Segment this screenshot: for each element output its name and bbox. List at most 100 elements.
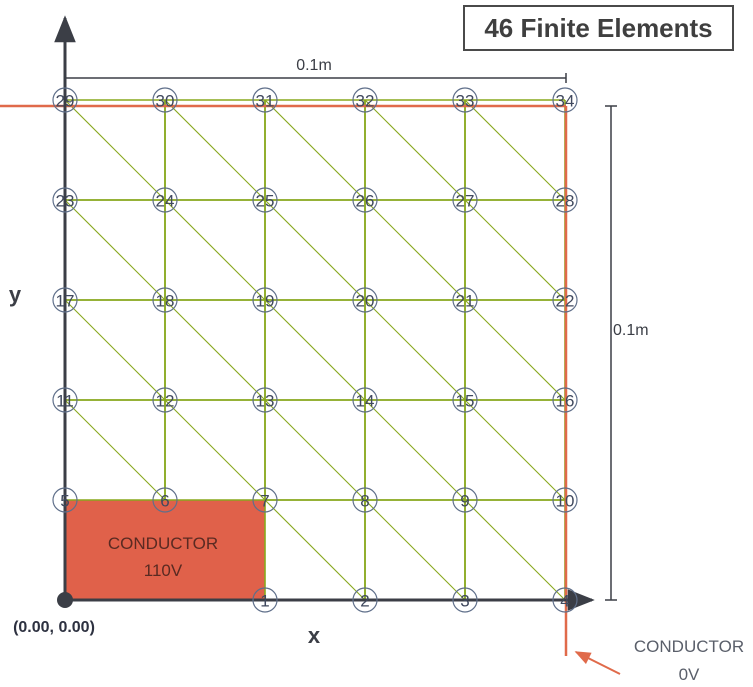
mesh-node: 9 [452,487,478,513]
mesh-node-label: 25 [256,192,275,211]
element-diagonal [264,199,366,301]
inner-conductor-voltage: 110V [144,561,183,580]
mesh-node: 34 [552,87,578,113]
mesh-node-circle [552,587,578,613]
mesh-node-circle [352,587,378,613]
mesh-node-label: 27 [456,192,475,211]
mesh-node-circle [452,187,478,213]
mesh-node-circle [152,387,178,413]
mesh-node-label: 30 [156,92,175,111]
element-diagonal [264,299,366,401]
mesh-node-label: 31 [256,92,275,111]
mesh-node-label: 10 [556,492,575,511]
mesh-node-label: 5 [60,492,69,511]
mesh-node: 8 [352,487,378,513]
mesh-node-circle [252,287,278,313]
width-dimension-label: 0.1m [296,57,332,74]
mesh-node-circle [52,387,78,413]
mesh-node: 2 [352,587,378,613]
element-diagonal [464,499,566,601]
mesh-node: 28 [552,187,578,213]
mesh-node-circle [252,587,278,613]
mesh-node-label: 20 [356,292,375,311]
element-diagonal [64,399,166,501]
element-diagonal [264,399,366,501]
mesh-lines [64,99,566,601]
mesh-node-circle [552,387,578,413]
mesh-node-circle [352,387,378,413]
mesh-node: 20 [352,287,378,313]
mesh-node: 7 [252,487,278,513]
element-diagonal [264,99,366,201]
diagram-title: 46 Finite Elements [463,5,734,51]
mesh-node: 25 [252,187,278,213]
mesh-node-circle [52,287,78,313]
element-diagonal [64,99,166,201]
mesh-node-label: 7 [260,492,269,511]
mesh-node-circle [552,87,578,113]
mesh-node-circle [152,287,178,313]
mesh-node-label: 32 [356,92,375,111]
mesh-node-circle [452,587,478,613]
mesh-node: 32 [352,87,378,113]
x-axis-label: x [308,623,321,648]
element-diagonal [364,499,466,601]
mesh-node-label: 13 [256,392,275,411]
mesh-node-label: 14 [356,392,375,411]
mesh-node-circle [352,287,378,313]
element-diagonal [464,199,566,301]
mesh-node: 30 [152,87,178,113]
element-diagonal [164,399,266,501]
mesh-node: 11 [52,387,78,413]
mesh-node: 22 [552,287,578,313]
mesh-node-circle [552,287,578,313]
mesh-node: 31 [252,87,278,113]
mesh-node: 14 [352,387,378,413]
element-diagonal [464,399,566,501]
element-diagonal [164,299,266,401]
mesh-node-label: 21 [456,292,475,311]
element-diagonal [364,199,466,301]
height-dimension-label: 0.1m [613,322,649,339]
mesh-node: 12 [152,387,178,413]
mesh-node-label: 33 [456,92,475,111]
mesh-node: 3 [452,587,478,613]
mesh-node: 27 [452,187,478,213]
element-diagonal [164,99,266,201]
mesh-node-label: 11 [56,392,74,411]
mesh-node: 13 [252,387,278,413]
mesh-node-label: 1 [260,592,269,611]
element-diagonal [364,399,466,501]
mesh-node-circle [352,487,378,513]
mesh-node-circle [252,87,278,113]
element-diagonal [364,299,466,401]
mesh-node: 4 [552,587,578,613]
mesh-node-label: 19 [256,292,275,311]
origin-point [57,592,73,608]
mesh-node-label: 8 [360,492,369,511]
mesh-node: 23 [52,187,78,213]
y-axis-label: y [9,282,22,307]
mesh-node-circle [152,487,178,513]
mesh-node-label: 22 [556,292,575,311]
mesh-node: 33 [452,87,478,113]
mesh-node: 1 [252,587,278,613]
mesh-node-circle [552,487,578,513]
mesh-node-label: 6 [160,492,169,511]
mesh-node: 16 [552,387,578,413]
mesh-node: 17 [52,287,78,313]
element-diagonal [264,499,366,601]
mesh-node-circle [252,387,278,413]
mesh-node-label: 16 [556,392,575,411]
mesh-node-circle [452,287,478,313]
mesh-node-label: 17 [56,292,75,311]
outer-conductor-voltage: 0V [679,665,700,682]
mesh-node-circle [352,187,378,213]
mesh-node-label: 12 [156,392,175,411]
mesh-node-label: 24 [156,192,175,211]
outer-conductor-label: CONDUCTOR [634,637,744,656]
mesh-node-label: 9 [460,492,469,511]
mesh-node: 21 [452,287,478,313]
mesh-node-circle [352,87,378,113]
